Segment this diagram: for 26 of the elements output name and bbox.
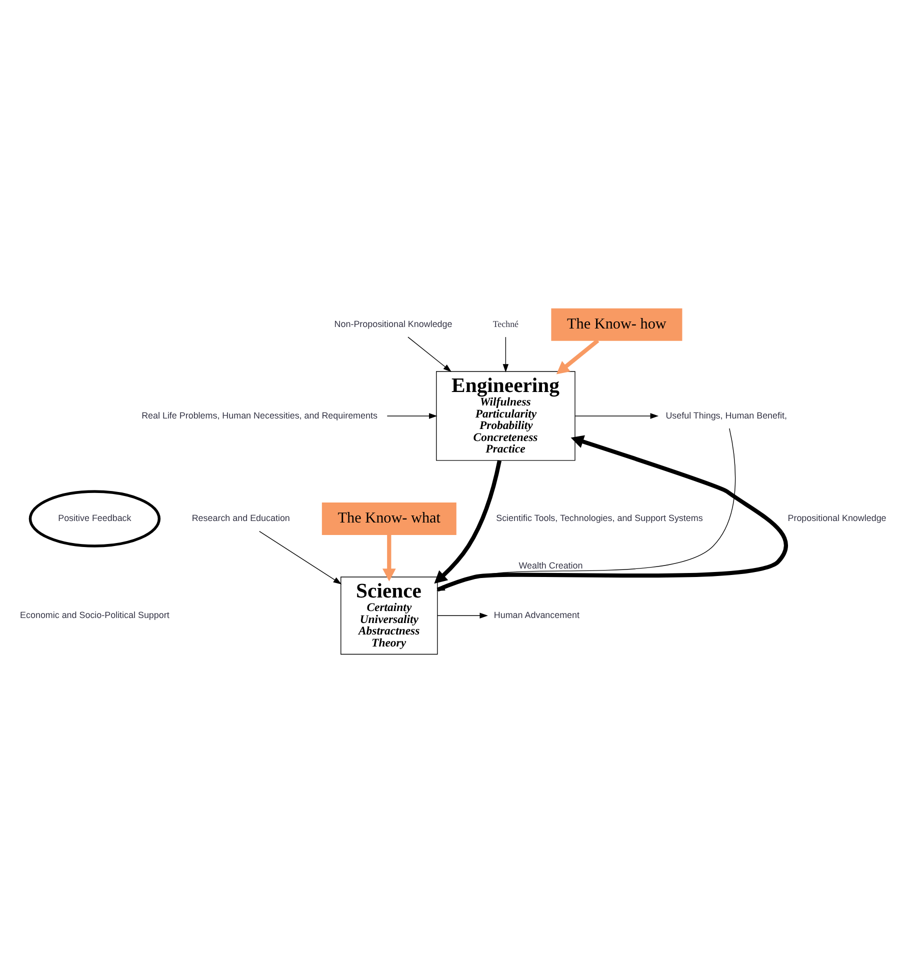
arrow bbox=[436, 435, 788, 592]
edge-label: Scientific Tools, Technologies, and Support Systems bbox=[496, 513, 703, 524]
node-box: The Know- how bbox=[551, 308, 682, 341]
node-box: Science Certainty Universality Abstractness Theory bbox=[340, 576, 438, 655]
node-box: Engineering Wilfulness Particularity Probability Concreteness Practice bbox=[436, 371, 576, 461]
label: Economic and Socio-Political Support bbox=[20, 610, 170, 620]
node-box: The Know- what bbox=[322, 502, 456, 535]
arrow bbox=[434, 460, 502, 584]
arrow bbox=[556, 338, 600, 374]
arrow bbox=[408, 336, 452, 372]
node-ellipse: Positive Feedback bbox=[28, 490, 161, 548]
arrow bbox=[259, 530, 342, 584]
node-text: Real Life Problems, Human Necessities, and Requirements bbox=[142, 410, 378, 420]
arrow bbox=[574, 413, 659, 419]
node-text: Research and Education bbox=[192, 513, 290, 524]
node-text: Useful Things, Human Benefit, bbox=[666, 410, 787, 420]
arrow bbox=[386, 413, 438, 419]
arrow bbox=[436, 428, 736, 591]
arrow bbox=[437, 612, 488, 619]
node-text: Techné bbox=[492, 318, 519, 329]
node-text: Human Advancement bbox=[494, 610, 580, 620]
node-text: Non-Propositional Knowledge bbox=[334, 318, 452, 329]
edge-label: Wealth Creation bbox=[518, 560, 583, 570]
arrow bbox=[502, 336, 509, 372]
edge-label: Propositional Knowledge bbox=[788, 513, 886, 524]
arrow bbox=[382, 534, 396, 582]
